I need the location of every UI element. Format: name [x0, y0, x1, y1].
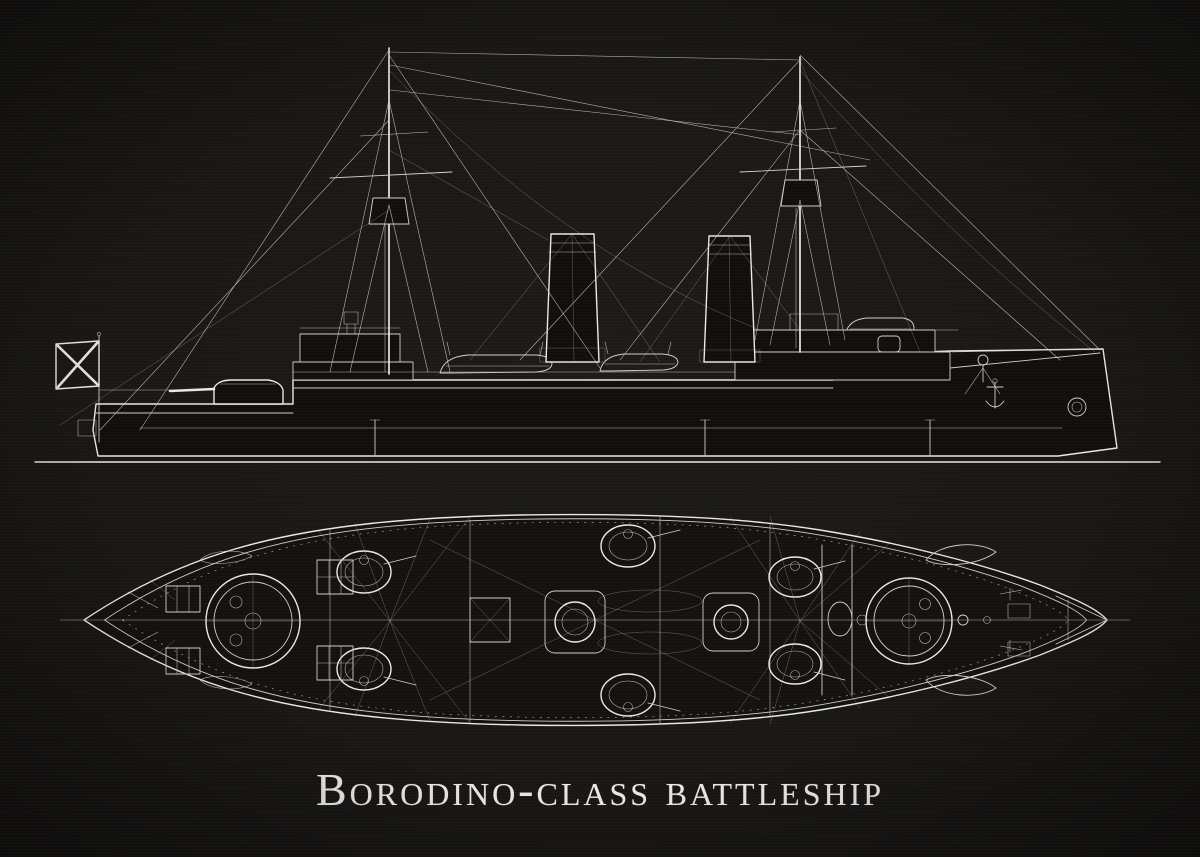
mainmast-yard: [740, 166, 866, 172]
stern-gallery: [78, 420, 96, 436]
rigging: [60, 50, 1100, 430]
capstan: [958, 615, 968, 625]
stern-flag: [56, 332, 101, 442]
forward-superstructure: [728, 314, 958, 380]
hawse-pipe-inner: [1072, 402, 1082, 412]
forecastle-railing-top: [952, 349, 1102, 352]
anchor-davit: [965, 355, 1000, 394]
funnel-aft: [700, 236, 760, 362]
stowed-boat-plan-2: [598, 632, 702, 654]
turret-aft-port: [337, 551, 416, 593]
chart-house: [790, 314, 838, 330]
foremast-fighting-top: [369, 198, 409, 224]
forward-barbette: [866, 578, 952, 664]
ships-boat-aft: [440, 342, 552, 373]
bow-fittings-plan: [958, 588, 1107, 652]
skylight-grids: [166, 560, 1030, 680]
waterline-ticks: [340, 457, 1160, 465]
deck-plan-view: [60, 515, 1130, 726]
mainmast: [740, 57, 866, 352]
conning-tower: [878, 336, 900, 352]
turret-fwd-port: [769, 557, 845, 597]
forecastle-line: [950, 353, 1100, 368]
mainmast-fighting-top: [781, 180, 821, 206]
turret-aft-starboard: [337, 648, 416, 690]
stern-fittings-plan: [128, 580, 175, 660]
aft-main-turret: [170, 380, 283, 404]
net-boom-posts: [370, 420, 935, 456]
naval-ensign-field: [56, 341, 99, 389]
anchor-icon: [986, 379, 1004, 408]
turret-mid-port: [601, 525, 680, 567]
turret-fwd-starboard: [769, 644, 845, 684]
searchlight: [344, 312, 358, 324]
saltire-stripe-2: [57, 342, 98, 388]
funnel-forward-of-mainmast: [540, 234, 605, 362]
plan-wheelhouse: [857, 615, 867, 625]
foremast-upper-yard: [360, 132, 428, 136]
funnel-casing-aft: [703, 593, 759, 651]
aft-barbette: [206, 574, 300, 668]
side-elevation-view: [35, 48, 1160, 465]
secondary-turrets: [337, 525, 845, 716]
bridge-wings-plan: [822, 545, 852, 695]
poster-title: Borodino-class battleship: [315, 764, 885, 815]
foremast-yard: [330, 172, 452, 178]
hawse-pipe: [1068, 398, 1086, 416]
aft-superstructure: [293, 312, 413, 380]
stern-railing: [100, 390, 210, 404]
funnel-casing-forward: [545, 591, 605, 653]
stowed-boat-plan-1: [598, 590, 702, 612]
ships-boat-mid: [600, 342, 678, 371]
turret-mid-starboard: [601, 674, 680, 716]
foremast: [330, 48, 452, 374]
mainmast-upper-yard: [772, 128, 836, 132]
plan-boats: [200, 545, 996, 696]
plan-rigging-fans: [318, 516, 890, 724]
plan-stanchion-dots: [122, 522, 1068, 717]
